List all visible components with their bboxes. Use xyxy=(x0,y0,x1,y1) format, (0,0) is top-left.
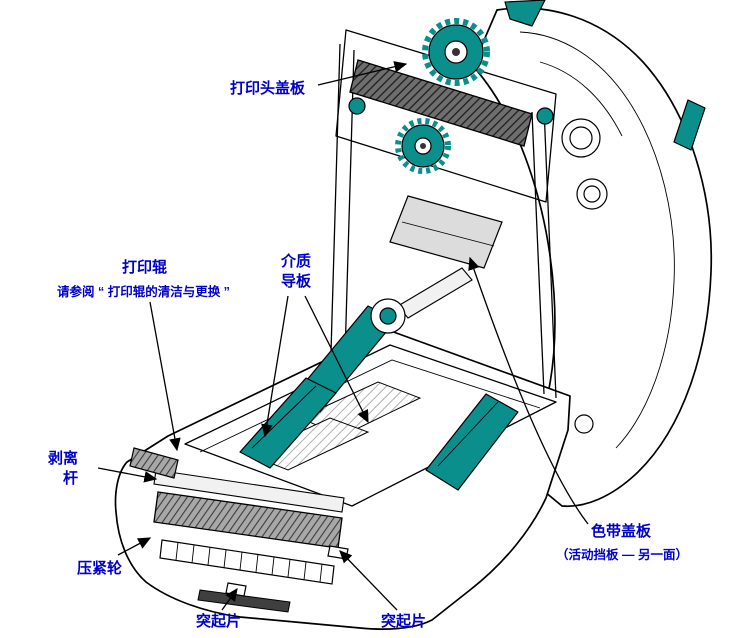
ribbon-spindle-right xyxy=(536,107,554,125)
lid-latch xyxy=(673,99,706,151)
arrow-media-guide-right xyxy=(304,295,369,424)
media-guide-left xyxy=(239,377,337,469)
arrow-printhead-cover xyxy=(317,61,408,86)
label-media-guide-line1: 介质 xyxy=(280,252,311,270)
arrow-platen-roller xyxy=(149,301,181,452)
arrow-pinch-roller xyxy=(117,537,152,556)
pivot-hub-center xyxy=(379,307,397,325)
roller-end-cap xyxy=(574,414,594,434)
arrow-media-guide-left xyxy=(261,295,289,438)
front-slot xyxy=(197,589,291,613)
label-media-guide-line2: 导板 xyxy=(281,272,312,290)
front-roller-assembly xyxy=(129,447,349,613)
lid-top-accent xyxy=(504,0,546,27)
label-platen-roller-note: 请参阅 “ 打印辊的清洁与更换 ” xyxy=(57,284,230,299)
lid-window-line xyxy=(539,61,623,137)
basin-rim-inner xyxy=(199,359,541,453)
label-tab-right: 突起片 xyxy=(381,612,426,630)
media-guide-right xyxy=(425,393,519,491)
ribbon-spindle-left xyxy=(348,97,366,115)
ribbon-cover-panel xyxy=(389,195,503,269)
label-pinch-roller: 压紧轮 xyxy=(77,559,122,577)
label-ribbon-cover: 色带盖板 xyxy=(591,522,652,540)
printhead-bar xyxy=(349,59,533,147)
idler-wheel-2 xyxy=(576,178,608,210)
gear-small xyxy=(395,118,451,174)
inner-parts xyxy=(239,267,519,491)
arrow-peel-bar xyxy=(97,467,158,483)
arrow-tab-right xyxy=(339,550,398,611)
label-peel-bar-line2: 杆 xyxy=(63,469,78,487)
callout-arrows xyxy=(97,61,589,611)
callout-labels: 打印头盖板 打印辊 请参阅 “ 打印辊的清洁与更换 ” 介质 导板 剥离 杆 压… xyxy=(48,79,688,630)
label-printhead-cover: 打印头盖板 xyxy=(230,79,306,97)
pivot-shaft xyxy=(397,267,473,319)
gear-large xyxy=(422,18,490,86)
label-peel-bar-line1: 剥离 xyxy=(48,449,78,467)
idler-wheel-1 xyxy=(561,118,601,158)
pinch-roller xyxy=(129,447,179,479)
arrow-tab-left xyxy=(221,587,238,611)
tear-bar-teeth xyxy=(159,539,335,585)
label-ribbon-cover-note: （活动挡板 — 另一面） xyxy=(556,547,688,562)
label-platen-roller: 打印辊 xyxy=(122,258,167,276)
printhead-frame xyxy=(335,29,557,203)
label-tab-left: 突起片 xyxy=(196,612,241,630)
frame-right-post xyxy=(531,107,557,399)
lid-inner-contour xyxy=(519,31,675,449)
printhead-mechanism xyxy=(330,18,608,399)
arrow-ribbon-cover xyxy=(468,256,589,525)
